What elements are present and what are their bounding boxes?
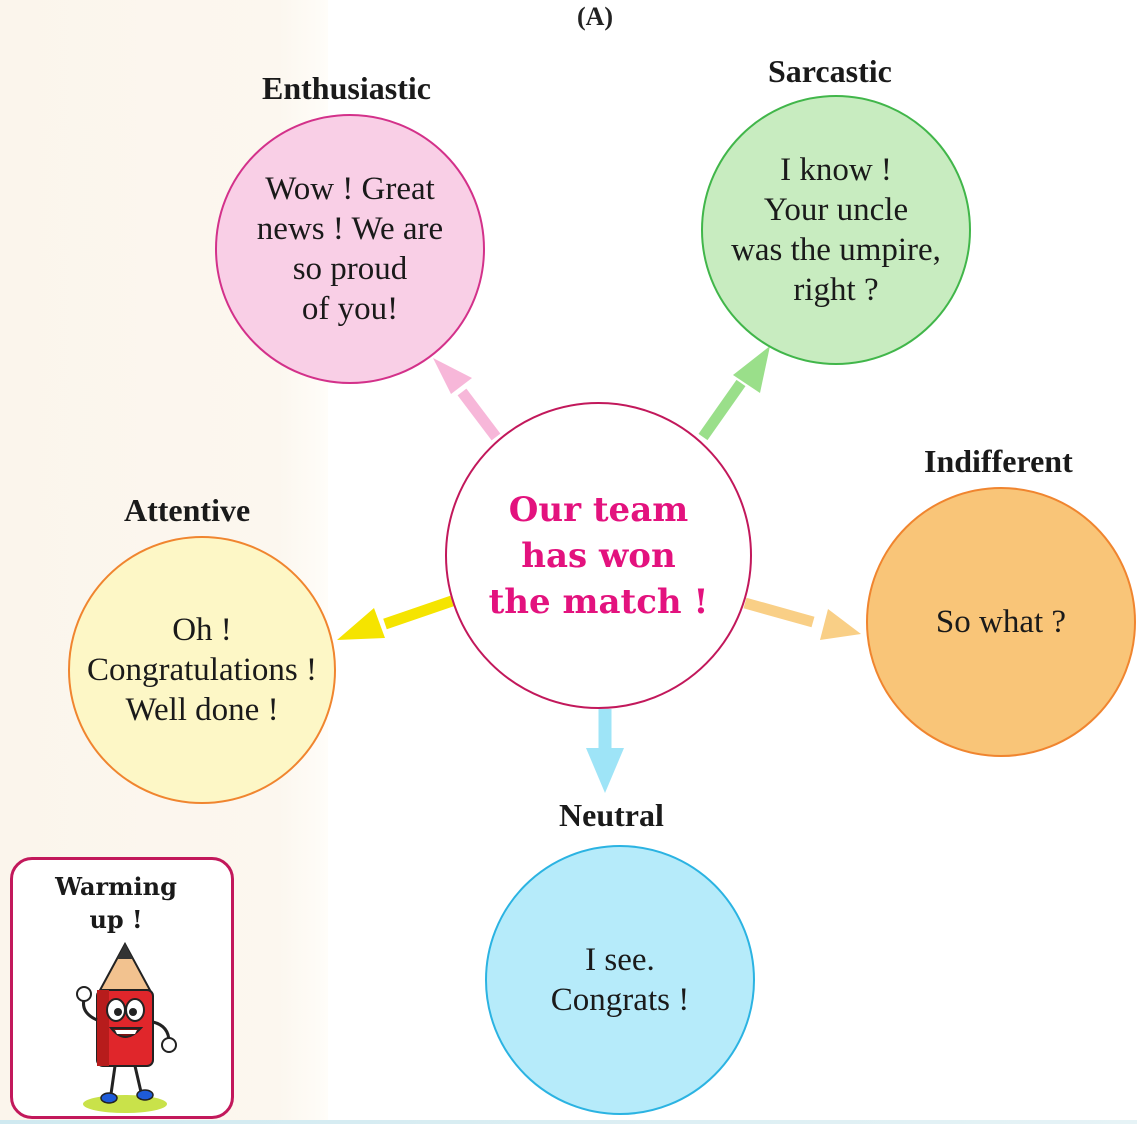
response-bubble-enthusiastic: Wow ! Great news ! We are so proud of yo… bbox=[215, 114, 485, 384]
category-label-indifferent: Indifferent bbox=[924, 443, 1073, 479]
response-text-attentive: Oh ! Congratulations ! Well done ! bbox=[86, 612, 318, 728]
arrow-to-indifferent bbox=[743, 597, 861, 640]
category-label-neutral: Neutral bbox=[559, 797, 664, 833]
response-text-sarcastic: I know ! Your uncle was the umpire, righ… bbox=[731, 152, 941, 308]
figure-label: (A) bbox=[576, 2, 614, 31]
response-bubble-attentive: Oh ! Congratulations ! Well done ! bbox=[68, 536, 336, 804]
response-text-indifferent: So what ? bbox=[935, 604, 1067, 640]
response-bubble-neutral: I see. Congrats ! bbox=[485, 845, 755, 1115]
warming-up-title: Warming up ! bbox=[55, 872, 177, 934]
arrow-to-neutral bbox=[586, 709, 624, 793]
arrow-to-sarcastic bbox=[698, 346, 770, 441]
category-label-sarcastic: Sarcastic bbox=[768, 53, 892, 89]
warming-up-box: Warming up ! bbox=[10, 857, 234, 1119]
category-label-attentive: Attentive bbox=[124, 492, 251, 528]
center-statement-text: Our team has won the match ! bbox=[488, 489, 709, 622]
pencil-mascot-icon bbox=[76, 942, 177, 1113]
bottom-rule bbox=[0, 1120, 1137, 1124]
response-bubble-indifferent: So what ? bbox=[866, 487, 1136, 757]
category-label-enthusiastic: Enthusiastic bbox=[262, 70, 431, 106]
arrow-to-attentive bbox=[337, 595, 454, 640]
response-bubble-sarcastic: I know ! Your uncle was the umpire, righ… bbox=[701, 95, 971, 365]
response-text-enthusiastic: Wow ! Great news ! We are so proud of yo… bbox=[256, 171, 444, 327]
response-text-neutral: I see. Congrats ! bbox=[550, 942, 690, 1018]
center-statement-bubble: Our team has won the match ! bbox=[445, 402, 752, 709]
arrow-to-enthusiastic bbox=[433, 358, 501, 441]
